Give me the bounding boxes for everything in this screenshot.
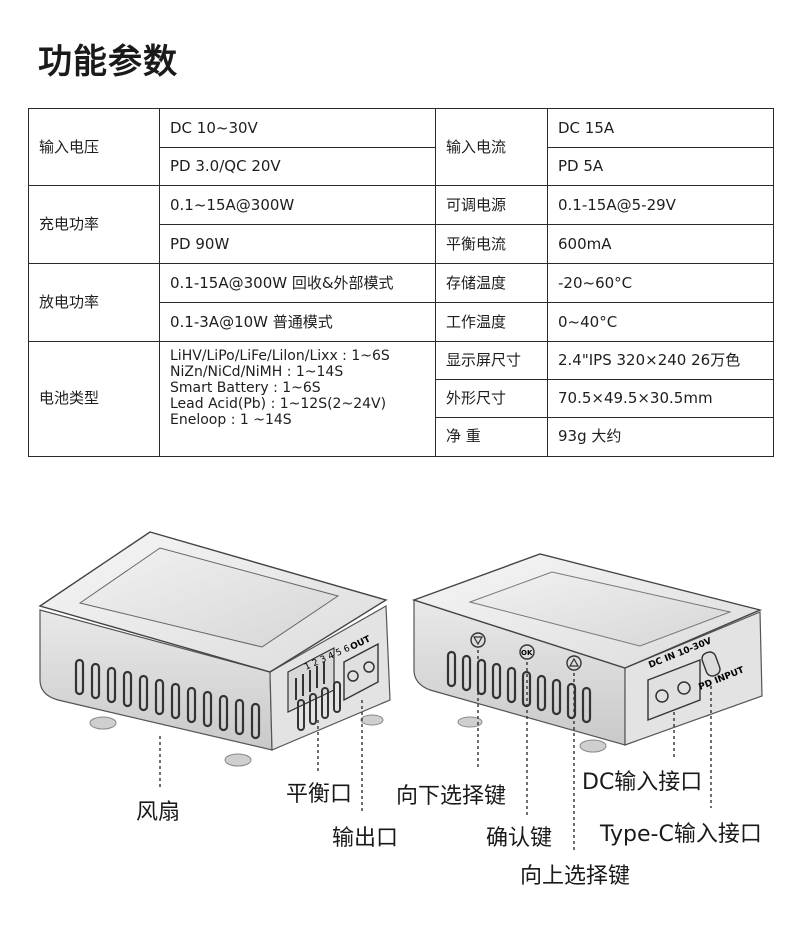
device-illustration: 1 2 3 4 5 6 OUT OK [38, 531, 763, 850]
callout-typec-input: Type-C输入接口 [600, 822, 762, 847]
left-unit: 1 2 3 4 5 6 OUT [38, 531, 391, 767]
value-input-current-dc: DC 15A [547, 108, 774, 149]
battery-type-line: NiZn/NiCd/NiMH : 1~14S [170, 364, 344, 381]
value-input-voltage-dc: DC 10~30V [159, 108, 437, 149]
value-charge-power-pd: PD 90W [159, 224, 437, 265]
callout-dc-input: DC输入接口 [582, 770, 703, 795]
value-input-current-pd: PD 5A [547, 147, 774, 187]
value-weight: 93g 大约 [547, 417, 774, 457]
label-input-current: 输入电流 [435, 108, 549, 187]
label-charge-power: 充电功率 [28, 185, 161, 265]
value-discharge-power-low: 0.1-3A@10W 普通模式 [159, 302, 437, 343]
callout-down-key: 向下选择键 [396, 784, 507, 809]
battery-type-line: Lead Acid(Pb) : 1~12S(2~24V) [170, 396, 387, 413]
value-storage-temp: -20~60°C [547, 263, 774, 304]
value-charge-power: 0.1~15A@300W [159, 185, 437, 226]
right-unit: OK DC IN 10-30V PD INPUT [411, 553, 763, 753]
battery-type-line: Eneloop : 1 ~14S [170, 412, 292, 429]
callout-balance-port: 平衡口 [286, 782, 353, 807]
battery-type-line: Smart Battery : 1~6S [170, 380, 321, 397]
label-input-voltage: 输入电压 [28, 108, 161, 187]
label-battery-type: 电池类型 [28, 341, 161, 457]
callout-ok-key: 确认键 [486, 826, 553, 851]
callout-fan: 风扇 [136, 800, 181, 825]
value-display: 2.4"IPS 320×240 26万色 [547, 341, 774, 381]
label-adjustable-supply: 可调电源 [435, 185, 549, 226]
label-weight: 净 重 [435, 417, 549, 457]
value-work-temp: 0~40°C [547, 302, 774, 343]
page-title: 功能参数 [38, 42, 178, 82]
fan-vents [74, 658, 261, 740]
label-dimensions: 外形尺寸 [435, 379, 549, 419]
label-display: 显示屏尺寸 [435, 341, 549, 381]
callout-up-key: 向上选择键 [520, 864, 631, 889]
value-balance-current: 600mA [547, 224, 774, 265]
value-battery-type: LiHV/LiPo/LiFe/Lilon/Lixx : 1~6S NiZn/Ni… [159, 341, 437, 457]
value-adjustable-supply: 0.1-15A@5-29V [547, 185, 774, 226]
spec-table: 输入电压 充电功率 放电功率 电池类型 DC 10~30V PD 3.0/QC … [28, 108, 774, 457]
ok-mark: OK [521, 649, 533, 657]
label-balance-current: 平衡电流 [435, 224, 549, 265]
callout-output-port: 输出口 [332, 826, 399, 851]
value-dimensions: 70.5×49.5×30.5mm [547, 379, 774, 419]
leader-lines [159, 650, 712, 850]
battery-type-line: LiHV/LiPo/LiFe/Lilon/Lixx : 1~6S [170, 348, 390, 364]
label-discharge-power: 放电功率 [28, 263, 161, 343]
value-discharge-power-high: 0.1-15A@300W 回收&外部模式 [159, 263, 437, 304]
label-storage-temp: 存储温度 [435, 263, 549, 304]
label-work-temp: 工作温度 [435, 302, 549, 343]
value-input-voltage-pd: PD 3.0/QC 20V [159, 147, 437, 187]
